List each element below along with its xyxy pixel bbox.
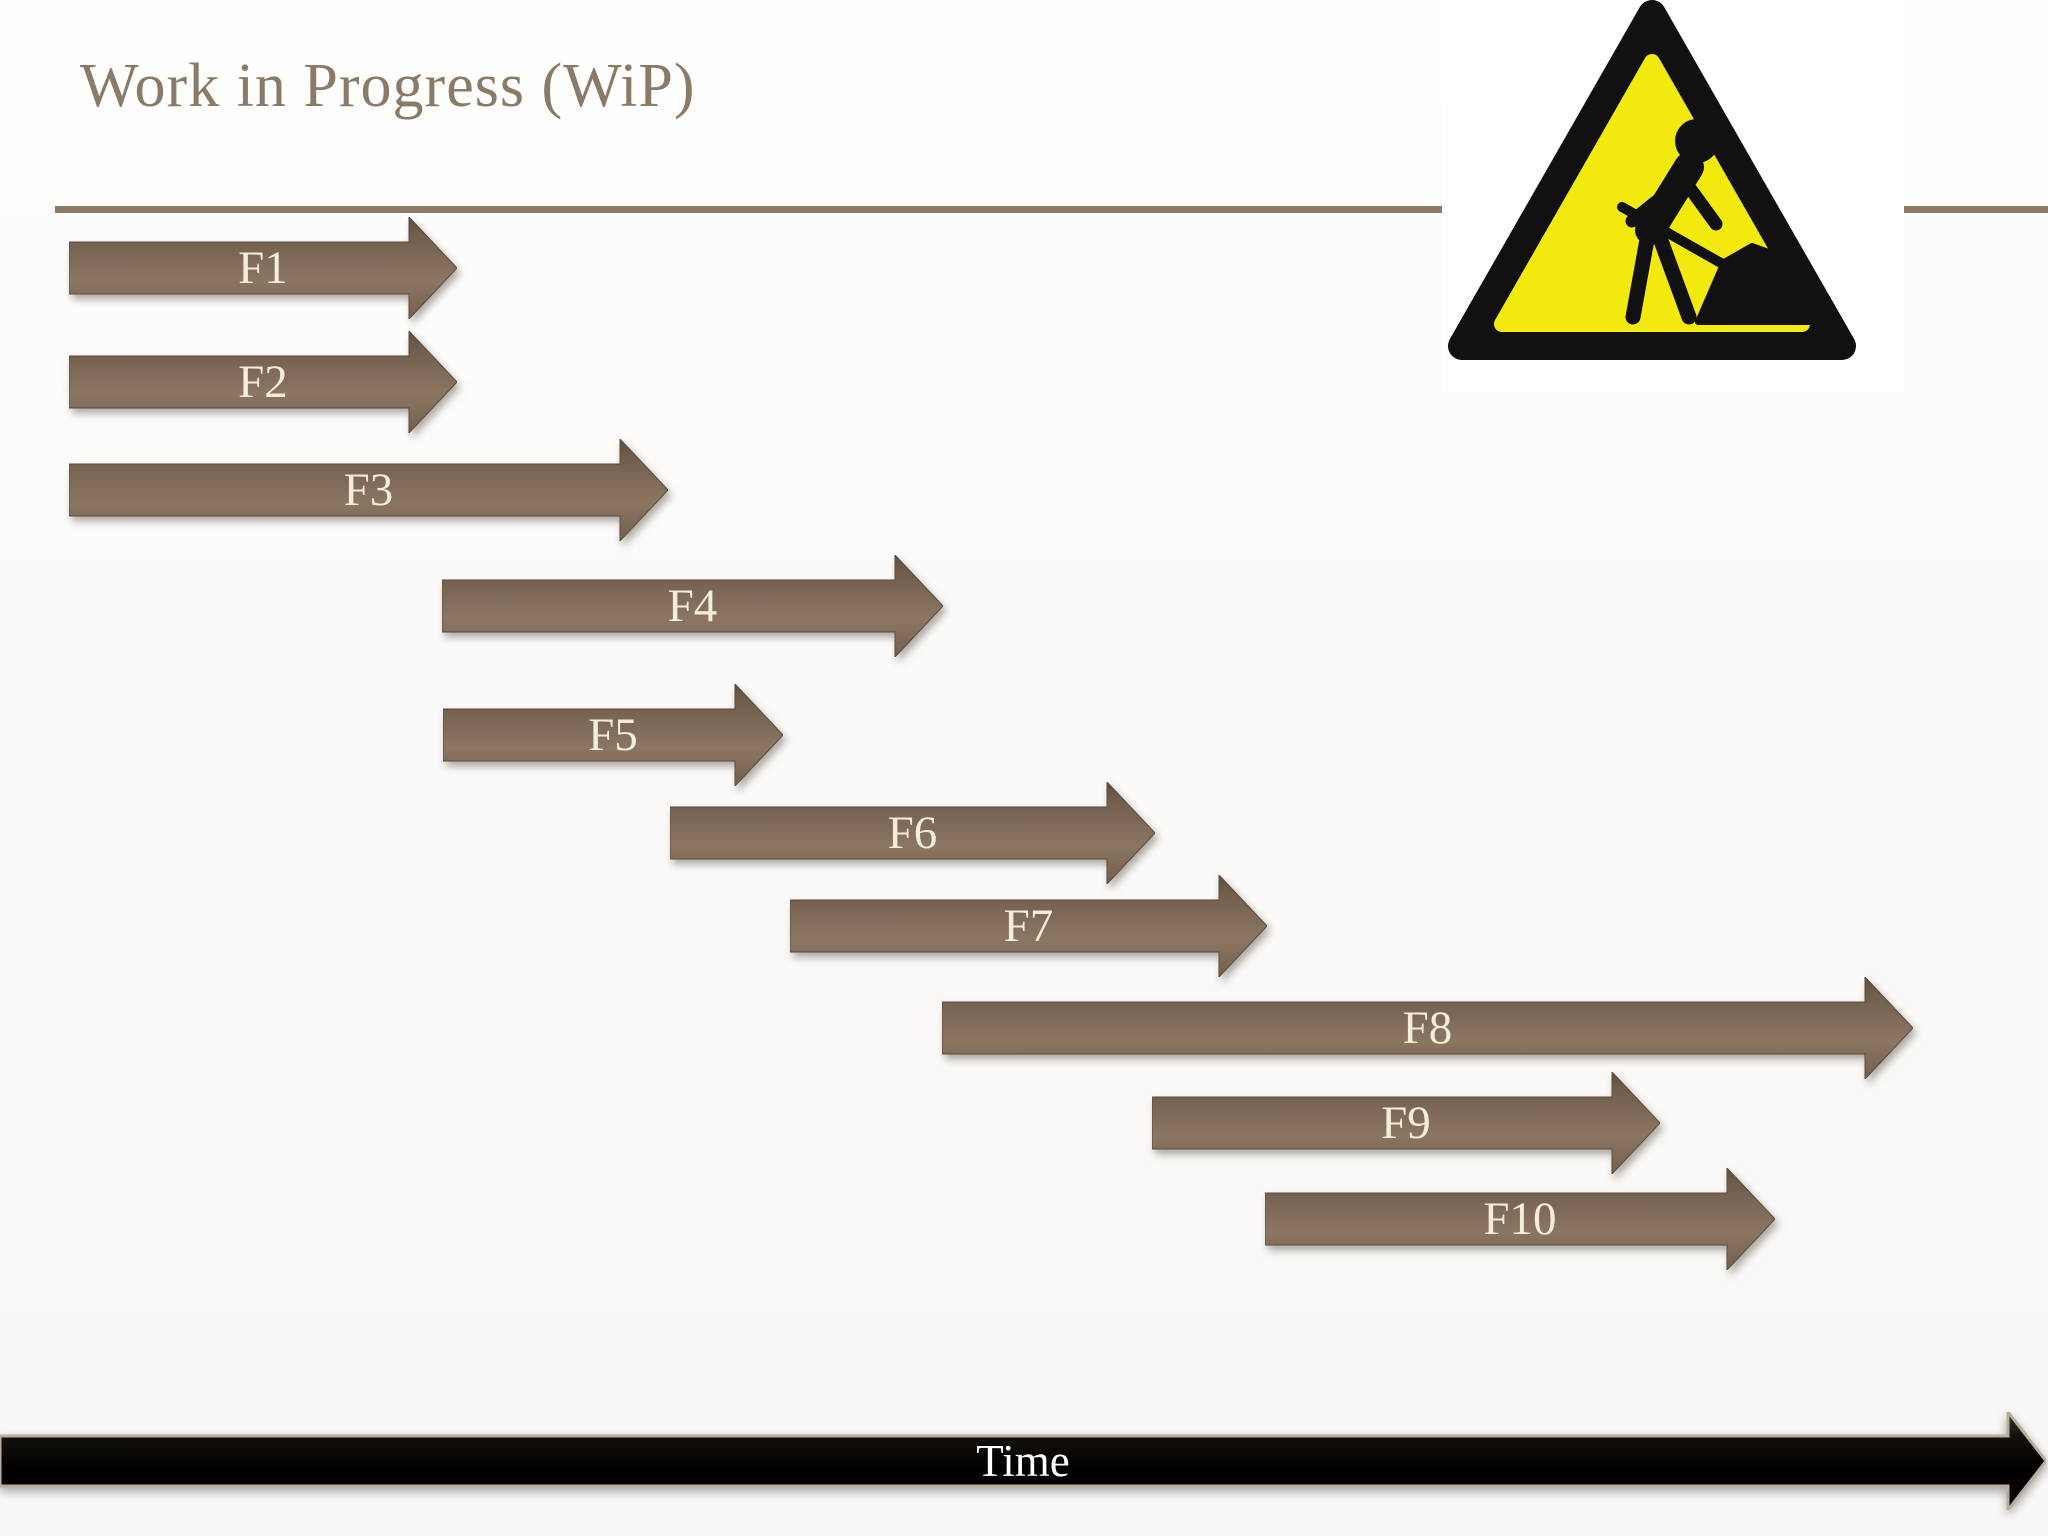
- arrow-f10-shape: [1265, 1168, 1775, 1270]
- title-divider: [55, 206, 2048, 213]
- arrow-f4: F4: [442, 555, 943, 657]
- arrow-f5-shape: [443, 684, 783, 786]
- arrow-f10: F10: [1265, 1168, 1775, 1270]
- arrow-f2-shape: [69, 331, 457, 433]
- roadworks-sign: [1442, 0, 1904, 392]
- arrow-f5: F5: [443, 684, 783, 786]
- arrow-f9: F9: [1152, 1072, 1660, 1174]
- arrow-f1-shape: [69, 217, 457, 319]
- arrow-f1: F1: [69, 217, 457, 319]
- arrow-f3: F3: [69, 439, 668, 541]
- time-axis-arrow: Time: [0, 1412, 2046, 1510]
- arrow-f8: F8: [942, 977, 1913, 1079]
- worker-icon: [1617, 119, 1831, 325]
- arrow-f2: F2: [69, 331, 457, 433]
- arrow-f4-shape: [442, 555, 943, 657]
- page-title: Work in Progress (WiP): [80, 52, 696, 120]
- arrow-f9-shape: [1152, 1072, 1660, 1174]
- arrow-f7-shape: [790, 875, 1267, 977]
- arrow-f6: F6: [670, 782, 1155, 884]
- roadworks-sign-icon: [1448, 0, 1856, 360]
- arrow-f7: F7: [790, 875, 1267, 977]
- arrow-f6-shape: [670, 782, 1155, 884]
- time-axis-arrow-shape: [0, 1412, 2046, 1510]
- arrow-f3-shape: [69, 439, 668, 541]
- arrow-f8-shape: [942, 977, 1913, 1079]
